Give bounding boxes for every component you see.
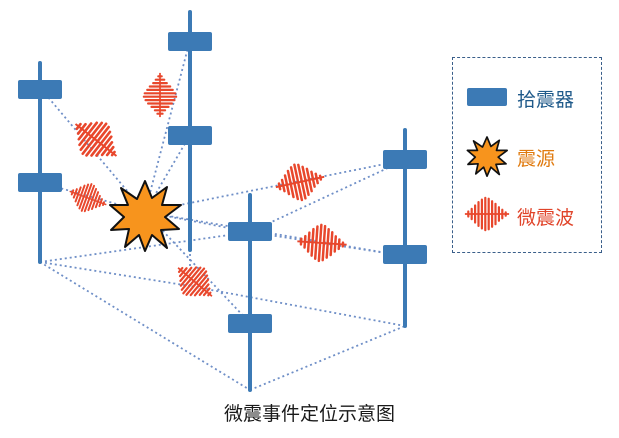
seismic-source <box>109 180 182 252</box>
legend-item-source: 震源 <box>453 135 603 177</box>
frame-lines <box>39 39 406 391</box>
legend-label: 拾震器 <box>517 89 575 111</box>
geophone <box>168 32 212 51</box>
legend-item-wave: 微震波 <box>453 194 603 234</box>
wave <box>142 71 178 119</box>
legend: 拾震器 震源 微震波 <box>452 57 602 253</box>
source-burst-icon <box>466 136 508 177</box>
geophone <box>228 222 272 241</box>
geophone <box>228 314 272 333</box>
wave <box>270 157 330 207</box>
geophones <box>18 32 427 333</box>
geophone <box>168 126 212 145</box>
geophone <box>383 245 427 264</box>
wave <box>294 222 350 264</box>
wave <box>62 107 130 173</box>
geophone <box>18 173 62 192</box>
geophone <box>18 80 62 99</box>
waves <box>62 71 350 310</box>
figure-caption: 微震事件定位示意图 <box>223 403 395 425</box>
geophone <box>383 150 427 169</box>
wave <box>63 176 113 220</box>
legend-label: 震源 <box>517 148 556 170</box>
wave-icon <box>464 196 510 232</box>
geophone-icon <box>467 88 507 106</box>
legend-label: 微震波 <box>517 207 575 229</box>
legend-item-geophone: 拾震器 <box>453 76 603 116</box>
wave <box>166 254 224 310</box>
